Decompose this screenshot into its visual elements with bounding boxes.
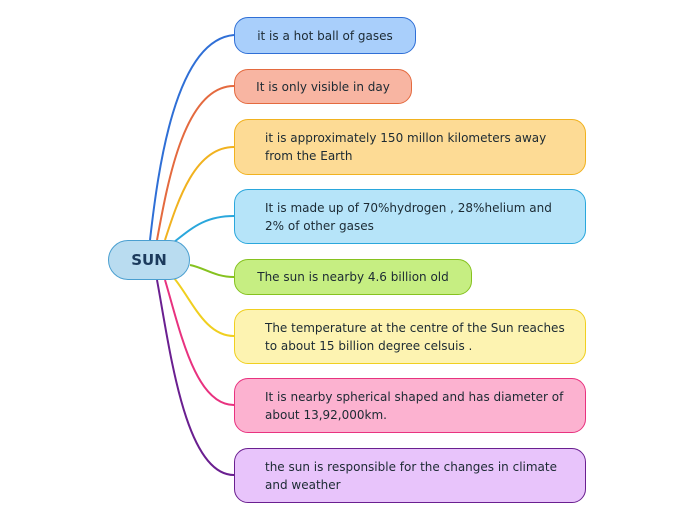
branch-text: It is only visible in day bbox=[256, 79, 390, 94]
branch-core-temperature[interactable]: The temperature at the centre of the Sun… bbox=[234, 309, 586, 364]
connector-composition bbox=[173, 215, 235, 243]
connector-shape bbox=[164, 279, 235, 406]
branch-shape-and-diameter[interactable]: It is nearby spherical shaped and has di… bbox=[234, 378, 586, 433]
branch-hot-ball-of-gases[interactable]: it is a hot ball of gases bbox=[234, 17, 416, 54]
central-topic-sun[interactable]: SUN bbox=[108, 240, 190, 280]
connector-climate bbox=[156, 279, 235, 476]
branch-text: It is made up of 70%hydrogen , 28%helium… bbox=[265, 200, 552, 233]
branch-text: the sun is responsible for the changes i… bbox=[265, 459, 557, 492]
branch-age[interactable]: The sun is nearby 4.6 billion old bbox=[234, 259, 472, 295]
branch-visible-in-day[interactable]: It is only visible in day bbox=[234, 69, 412, 104]
branch-text: It is nearby spherical shaped and has di… bbox=[265, 389, 564, 422]
connector-temperature bbox=[173, 277, 235, 337]
central-topic-label: SUN bbox=[131, 251, 167, 269]
branch-text: The temperature at the centre of the Sun… bbox=[265, 320, 565, 353]
connector-visible-day bbox=[156, 85, 235, 241]
branch-text: The sun is nearby 4.6 billion old bbox=[257, 270, 449, 284]
connector-age bbox=[189, 264, 235, 278]
branch-text: it is a hot ball of gases bbox=[257, 28, 393, 43]
connector-distance bbox=[164, 146, 235, 241]
branch-climate-and-weather[interactable]: the sun is responsible for the changes i… bbox=[234, 448, 586, 503]
branch-distance-from-earth[interactable]: it is approximately 150 millon kilometer… bbox=[234, 119, 586, 175]
branch-text: it is approximately 150 millon kilometer… bbox=[265, 131, 547, 163]
connector-hot-ball bbox=[149, 34, 235, 241]
branch-composition[interactable]: It is made up of 70%hydrogen , 28%helium… bbox=[234, 189, 586, 244]
